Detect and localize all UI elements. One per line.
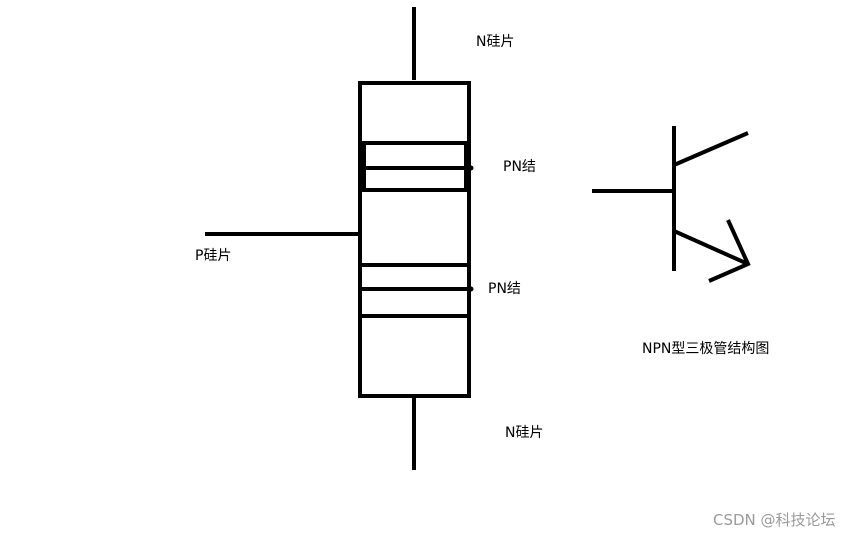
- symbol-emitter-lead: [673, 229, 749, 266]
- upper-junction-label: PN结: [503, 159, 536, 175]
- base-layer-label: P硅片: [195, 248, 232, 264]
- transistor-body: [358, 81, 471, 398]
- top-layer-label: N硅片: [476, 34, 515, 50]
- watermark-text: CSDN @科技论坛: [713, 511, 836, 529]
- lower-pn-junction-pointer-dot: [468, 286, 474, 292]
- symbol-collector-lead: [673, 131, 749, 167]
- symbol-emitter-arrow-icon: [708, 219, 751, 283]
- lower-junction-label: PN结: [488, 281, 521, 297]
- bottom-layer-label: N硅片: [505, 425, 544, 441]
- npn-symbol: [592, 126, 751, 283]
- upper-pn-junction-pointer-dot: [468, 165, 474, 171]
- symbol-caption: NPN型三极管结构图: [642, 341, 770, 357]
